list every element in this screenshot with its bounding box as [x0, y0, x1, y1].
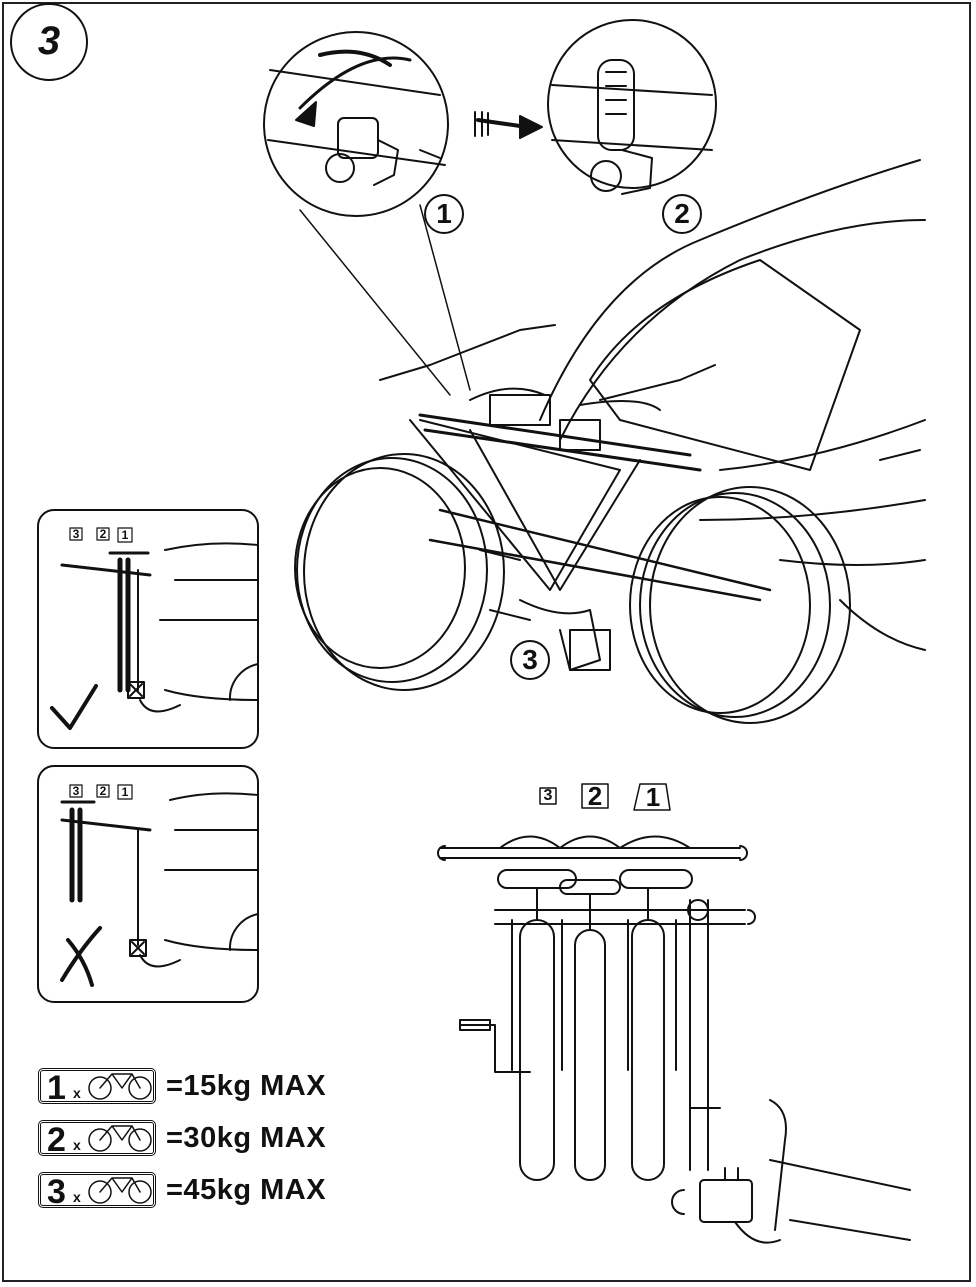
inset-wrong-label-1: 1: [121, 785, 129, 799]
load-limit-text: =45kg MAX: [166, 1174, 327, 1206]
inset-correct-label-3: 3: [72, 527, 80, 541]
detail-circle-strap-open: [263, 31, 449, 217]
car-rear: [539, 159, 926, 651]
inset-wrong-label-2: 2: [99, 784, 107, 798]
load-limit-row: 3 x =45kg MAX: [38, 1172, 378, 1211]
load-multiplier: x: [73, 1085, 81, 1101]
load-multiplier: x: [73, 1189, 81, 1205]
inset-correct-label-2: 2: [99, 527, 107, 541]
transition-arrow: [474, 111, 543, 139]
step-number-circle: [10, 3, 88, 81]
step-number: 3: [37, 18, 61, 63]
load-count: 1: [47, 1069, 66, 1107]
rack-position-3: 3: [543, 787, 553, 804]
bikes-on-rack: [294, 324, 851, 724]
load-count: 2: [47, 1121, 66, 1159]
load-limit-row: 2 x =30kg MAX: [38, 1120, 378, 1159]
load-bicycle-icons: [88, 1073, 152, 1204]
inset-correct-label-1: 1: [121, 528, 129, 542]
inset-wrong-loading: [37, 765, 259, 1003]
load-limit-row: 1 x =15kg MAX: [38, 1068, 378, 1107]
load-count-box: 2 x: [38, 1120, 156, 1159]
inset-wrong-label-3: 3: [72, 784, 80, 798]
inset-correct-loading: [37, 509, 259, 749]
load-count-box: 1 x: [38, 1068, 156, 1107]
load-multiplier: x: [73, 1137, 81, 1153]
callout-2: 2: [674, 198, 690, 229]
load-count: 3: [47, 1173, 66, 1211]
load-limit-text: =15kg MAX: [166, 1070, 327, 1102]
detail-circle-strap-closed: [547, 19, 717, 195]
checkmark-icon: ✓: [48, 680, 95, 745]
callout-1: 1: [436, 198, 452, 229]
rack-position-1: 1: [645, 781, 661, 812]
rack-position-2: 2: [587, 780, 603, 811]
callout-3: 3: [522, 644, 538, 675]
cross-icon: ✗: [56, 926, 103, 991]
load-count-box: 3 x: [38, 1172, 156, 1211]
load-limit-text: =30kg MAX: [166, 1122, 327, 1154]
rear-view-bikes: [437, 783, 911, 1244]
